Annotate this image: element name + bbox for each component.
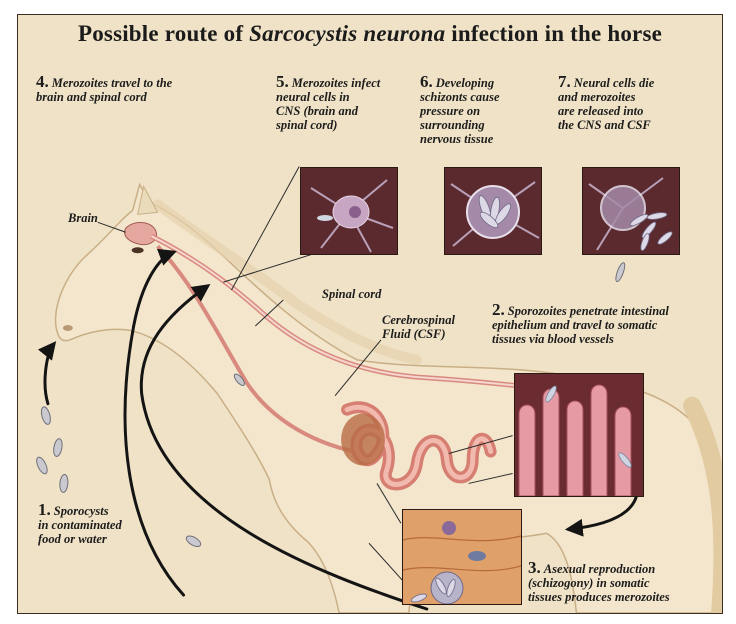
inset-neural-cell xyxy=(300,167,398,255)
inset-cell-rupture xyxy=(582,167,680,255)
spinal-cord-label: Spinal cord xyxy=(322,287,381,301)
step-7-label: 7.Neural cells die and merozoites are re… xyxy=(558,75,708,132)
inset-schizont xyxy=(444,167,542,255)
step-6-label: 6.Developing schizonts cause pressure on… xyxy=(420,75,550,146)
diagram-frame: Possible route of Sarcocystis neurona in… xyxy=(17,14,723,614)
arrow-ingestion xyxy=(45,344,54,404)
inset-intestinal-villi xyxy=(514,373,644,497)
csf-label: Cerebrospinal Fluid (CSF) xyxy=(382,313,455,341)
brain-label: Brain xyxy=(68,211,98,225)
inset-somatic-tissue xyxy=(402,509,522,605)
step-1-label: 1.Sporocysts in contaminated food or wat… xyxy=(38,503,188,546)
horse-eye xyxy=(132,247,144,253)
diagram-title: Possible route of Sarcocystis neurona in… xyxy=(18,21,722,47)
horse-muzzle xyxy=(63,325,73,331)
step-3-label: 3.Asexual reproduction (schizogony) in s… xyxy=(528,561,723,604)
step-5-label: 5.Merozoites infect neural cells in CNS … xyxy=(276,75,406,132)
step-2-label: 2.Sporozoites penetrate intestinal epith… xyxy=(492,303,722,346)
step-4-label: 4.Merozoites travel to the brain and spi… xyxy=(36,75,236,104)
